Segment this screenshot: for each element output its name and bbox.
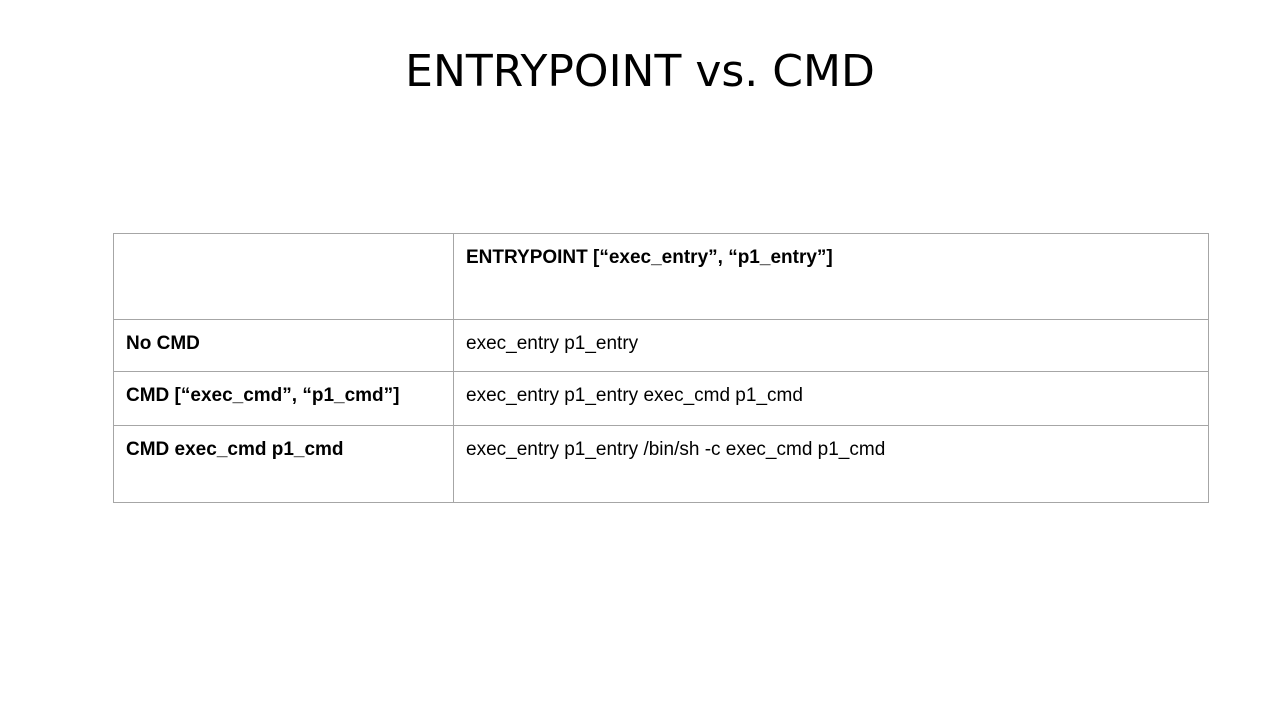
row-value-cell: exec_entry p1_entry <box>453 319 1209 372</box>
entrypoint-header-cell: ENTRYPOINT [“exec_entry”, “p1_entry”] <box>453 233 1209 320</box>
table-corner-cell <box>113 233 454 320</box>
comparison-table: ENTRYPOINT [“exec_entry”, “p1_entry”] No… <box>113 233 1209 503</box>
slide-title: ENTRYPOINT vs. CMD <box>405 46 875 97</box>
row-label-cell: CMD exec_cmd p1_cmd <box>113 425 454 503</box>
table-row: No CMD exec_entry p1_entry <box>113 319 1209 372</box>
table-row: CMD [“exec_cmd”, “p1_cmd”] exec_entry p1… <box>113 371 1209 426</box>
table-header-row: ENTRYPOINT [“exec_entry”, “p1_entry”] <box>113 233 1209 320</box>
row-label-cell: CMD [“exec_cmd”, “p1_cmd”] <box>113 371 454 426</box>
row-value-cell: exec_entry p1_entry exec_cmd p1_cmd <box>453 371 1209 426</box>
table-row: CMD exec_cmd p1_cmd exec_entry p1_entry … <box>113 425 1209 503</box>
row-label-cell: No CMD <box>113 319 454 372</box>
row-value-cell: exec_entry p1_entry /bin/sh -c exec_cmd … <box>453 425 1209 503</box>
